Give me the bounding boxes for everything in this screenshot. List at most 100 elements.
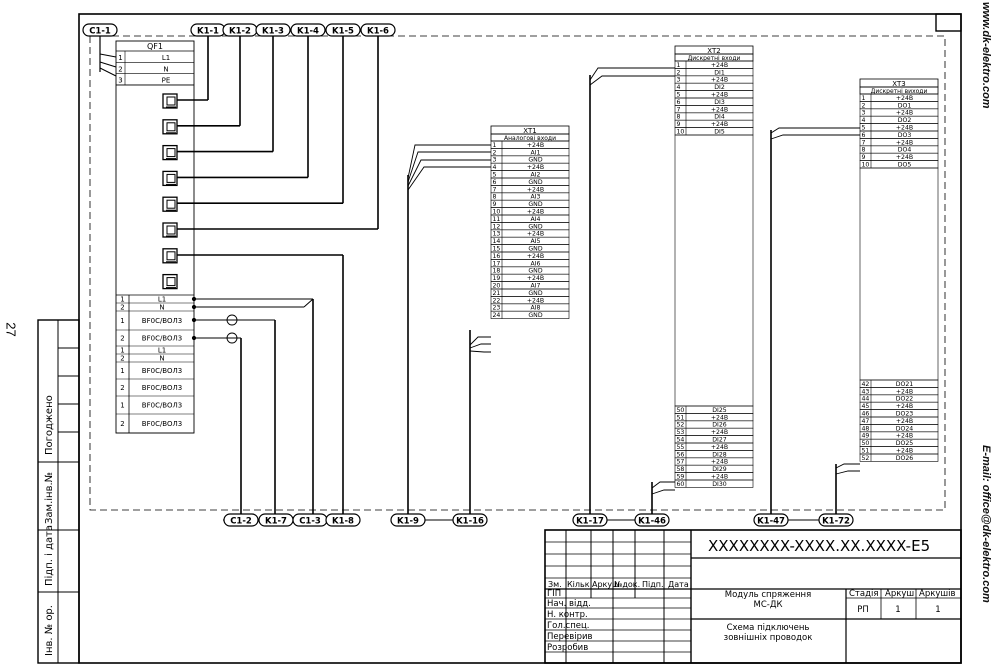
xt3-terminal-num: 4 xyxy=(862,117,866,124)
xt1-terminal-num: 8 xyxy=(493,194,497,201)
lower-row-label: BF0C/BOЛ3 xyxy=(142,367,182,375)
wire-marker-tag: K1-9 xyxy=(390,513,426,527)
xt1-terminal-num: 7 xyxy=(493,186,497,193)
lower-row-label: L1 xyxy=(158,296,166,304)
breaker-module-icon xyxy=(162,273,178,290)
xt2-terminal-label: DI27 xyxy=(712,437,727,444)
xt3-terminal-num: 42 xyxy=(862,381,870,388)
role-developed: Розробив xyxy=(547,643,588,653)
wires xyxy=(99,36,860,521)
xt2-terminal-num: 2 xyxy=(677,69,681,76)
xt3-terminal-num: 9 xyxy=(862,154,866,161)
svg-text:K1-6: K1-6 xyxy=(367,27,389,37)
role-head-dept: Нач. відд. xyxy=(547,599,591,609)
xt3-terminal-label: +24В xyxy=(896,95,913,102)
svg-text:K1-4: K1-4 xyxy=(297,27,319,37)
hdr-change: Зм. xyxy=(548,580,562,589)
breaker-module-icon xyxy=(162,196,178,212)
xt1-terminal-num: 3 xyxy=(493,157,497,164)
wire-marker-tag: K1-17 xyxy=(572,513,608,527)
xt2-terminal-num: 60 xyxy=(677,481,685,488)
hdr-sheet: Аркуш xyxy=(592,580,619,589)
junction-dot xyxy=(191,296,197,302)
xt2-terminal-num: 57 xyxy=(677,459,685,466)
lower-row-label: N xyxy=(159,304,164,312)
xt3-terminal-label: +24В xyxy=(896,433,913,440)
xt3-terminal-label: +24В xyxy=(896,154,913,161)
xt3-title: XT3 xyxy=(892,80,905,88)
xt1-terminal-num: 21 xyxy=(493,290,501,297)
xt1-terminal-num: 6 xyxy=(493,179,497,186)
xt3-terminal-num: 5 xyxy=(862,125,866,132)
xt2-terminal-label: DI5 xyxy=(714,129,725,136)
xt2-terminal-num: 9 xyxy=(677,121,681,128)
wire-marker-tag: K1-6 xyxy=(360,23,396,37)
xt2-terminal-label: +24В xyxy=(711,414,728,421)
xt1-terminal-label: GND xyxy=(528,268,542,275)
xt2-terminal-label: +24В xyxy=(711,474,728,481)
xt2-subtitle: Дискретні входи xyxy=(688,55,741,62)
xt2-terminal-num: 55 xyxy=(677,444,685,451)
sheet-value: 1 xyxy=(895,605,900,615)
sheet-label: Аркуш xyxy=(885,589,914,599)
svg-text:K1-7: K1-7 xyxy=(265,517,287,527)
xt1-terminal-label: +24В xyxy=(527,209,544,216)
svg-text:C1-2: C1-2 xyxy=(230,517,252,527)
xt2-terminal-num: 1 xyxy=(677,62,681,69)
wire-marker-tag: K1-4 xyxy=(290,23,326,37)
xt1-terminal-num: 14 xyxy=(493,238,501,245)
role-chief-spec: Гол.спец. xyxy=(547,621,589,631)
left-side-strip: Погоджено Зам.інв.№ Підп. і дата Інв. № … xyxy=(37,319,80,664)
xt3-terminal-num: 50 xyxy=(862,440,870,447)
wire-marker-tag: K1-2 xyxy=(222,23,258,37)
xt3-terminal-label: DO4 xyxy=(898,147,912,154)
qf1-row-num: 3 xyxy=(118,77,122,85)
xt2-terminal-label: +24В xyxy=(711,429,728,436)
qf1-row-label: PE xyxy=(162,77,171,85)
frame-corner-box xyxy=(935,13,962,32)
xt1-terminal-num: 22 xyxy=(493,297,501,304)
xt1-terminal-label: AI1 xyxy=(531,149,541,156)
xt2-terminal-num: 6 xyxy=(677,99,681,106)
wire-marker-tag: K1-1 xyxy=(190,23,226,37)
xt2-terminal-num: 10 xyxy=(677,129,685,136)
xt1-terminal-num: 13 xyxy=(493,231,501,238)
title-block: XXXXXXXX-XXXX.XX.XXXX-E5 Зм. Кільк. Арку… xyxy=(544,529,962,664)
xt1-terminal-num: 19 xyxy=(493,275,501,282)
xt3-terminal-label: DO3 xyxy=(898,132,912,139)
xt3-terminal-num: 48 xyxy=(862,425,870,432)
xt3-terminal-label: +24В xyxy=(896,448,913,455)
wire-marker-tag: K1-72 xyxy=(818,513,854,527)
xt3-terminal-label: +24В xyxy=(896,418,913,425)
breaker-module-icon xyxy=(162,248,178,264)
wire-marker-tag: K1-5 xyxy=(325,23,361,37)
breaker-module-icon xyxy=(162,222,178,238)
xt3-terminal-num: 6 xyxy=(862,132,866,139)
xt2-terminal-num: 54 xyxy=(677,437,685,444)
xt1-terminal-label: +24В xyxy=(527,275,544,282)
svg-text:K1-72: K1-72 xyxy=(822,517,850,527)
wire-marker-tag: C1-3 xyxy=(292,513,328,527)
svg-text:K1-9: K1-9 xyxy=(397,517,419,527)
xt1-terminal-num: 4 xyxy=(493,164,497,171)
xt1-terminal-label: AI3 xyxy=(531,194,541,201)
lower-row-label: N xyxy=(159,355,164,363)
page-number: 27 xyxy=(3,322,19,337)
lower-row-label: BF0C/BOЛ3 xyxy=(142,317,182,325)
xt2-terminal-label: DI1 xyxy=(714,69,725,76)
hdr-qty: Кільк. xyxy=(567,580,592,589)
svg-text:C1-1: C1-1 xyxy=(89,27,111,37)
sheets-value: 1 xyxy=(935,605,940,615)
side-website: www.dk-elektro.com xyxy=(980,2,992,109)
qf1-row-label: N xyxy=(163,65,168,73)
role-checked: Перевірив xyxy=(547,632,593,642)
strip-label-approved: Погоджено xyxy=(44,395,55,455)
xt1-terminal-num: 15 xyxy=(493,246,501,253)
qf1-row-num: 2 xyxy=(118,65,122,73)
lower-row-label: BF0C/BOЛ3 xyxy=(142,402,182,410)
svg-text:K1-47: K1-47 xyxy=(757,517,785,527)
xt3-terminal-num: 49 xyxy=(862,433,870,440)
junction-dot xyxy=(191,304,197,310)
